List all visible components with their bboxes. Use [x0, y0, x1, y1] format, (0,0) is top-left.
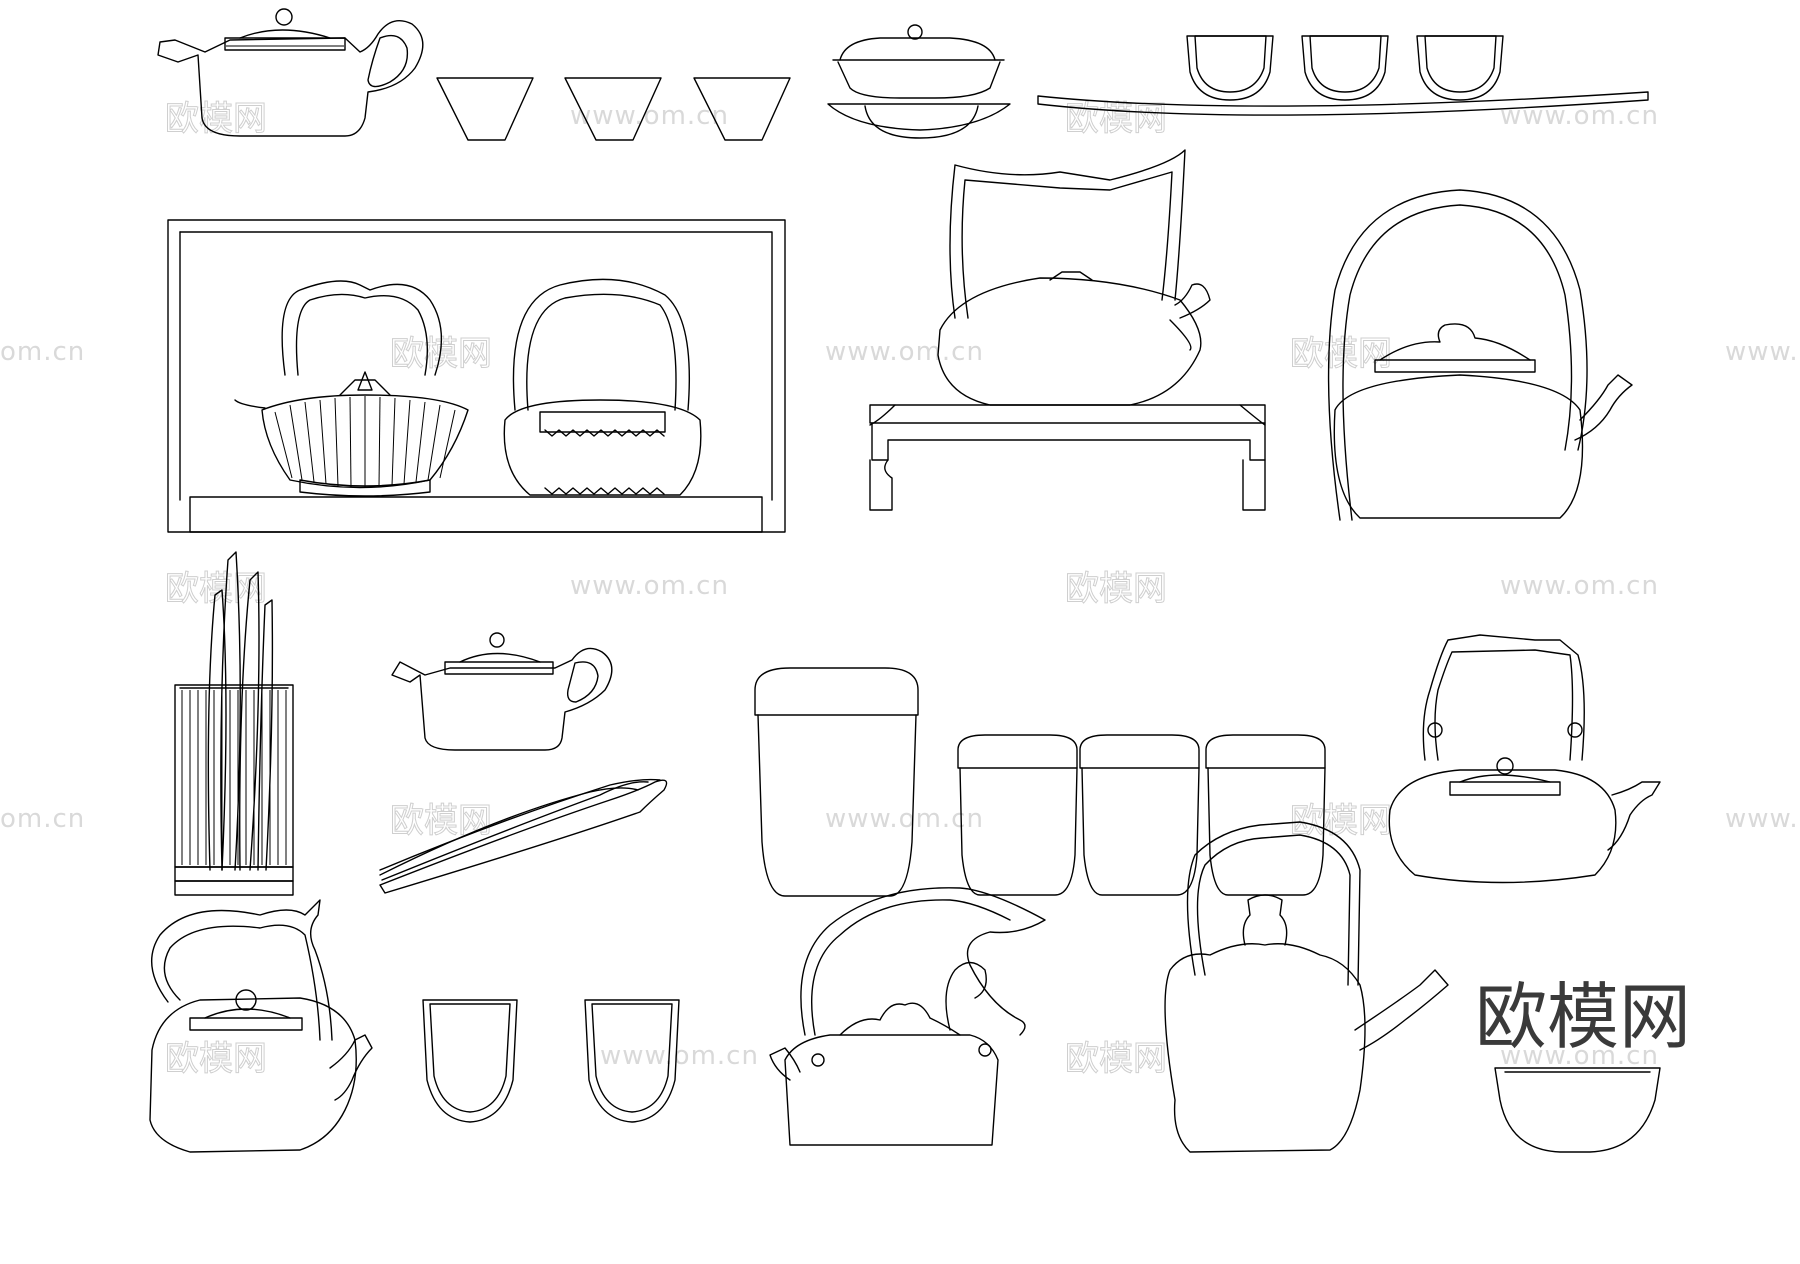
- cups-on-tray: [1037, 35, 1649, 116]
- watermark-url-fragment: om.cn: [0, 337, 85, 367]
- watermark-url: www.om.cn: [825, 804, 984, 834]
- tea-caddy-tall: [754, 667, 919, 897]
- watermark-brand: 欧模网: [1290, 334, 1392, 374]
- kettle-tassel: [1388, 634, 1661, 884]
- kettle-woven: [503, 278, 702, 496]
- watermark-url: www.om.cn: [1725, 804, 1800, 834]
- kettle-ribbed: [234, 280, 469, 497]
- watermark-brand: 欧模网: [165, 569, 267, 609]
- tea-tongs: [379, 778, 668, 894]
- watermark-url: www.om.cn: [1500, 1041, 1659, 1071]
- kettle-tall-handle: [1164, 821, 1449, 1153]
- watermark-brand: 欧模网: [165, 1039, 267, 1079]
- gaiwan: [827, 24, 1011, 139]
- watermark-url-fragment: om.cn: [0, 804, 85, 834]
- teapot-sideview-1: [157, 8, 424, 137]
- watermark-url: www.om.cn: [600, 1041, 759, 1071]
- watermark-url: www.om.cn: [1500, 101, 1659, 131]
- ribbing: [274, 396, 456, 488]
- tea-bowl-small: [1494, 1067, 1661, 1153]
- watermark-url: www.om.cn: [1500, 571, 1659, 601]
- watermark-brand: 欧模网: [1065, 569, 1167, 609]
- watermark-brand: 欧模网: [1065, 99, 1167, 139]
- display-niche: [167, 219, 786, 533]
- kettle-on-stand: [869, 149, 1266, 511]
- watermark-url: www.om.cn: [570, 571, 729, 601]
- watermark-url: www.om.cn: [825, 337, 984, 367]
- tea-bowl-row: [436, 77, 791, 141]
- small-cup-pair: [422, 999, 680, 1123]
- teapot-sideview-2: [391, 632, 613, 751]
- tea-caddy-short-group: [957, 734, 1326, 896]
- kettle-branch-handle: [149, 899, 373, 1153]
- kettle-swirl-handle: [769, 887, 1046, 1146]
- watermark-layer: 欧模网 www.om.cn 欧模网 www.om.cn om.cn 欧模网 ww…: [0, 99, 1800, 1080]
- kettle-round-handle: [1327, 189, 1633, 521]
- utensil-holder: [174, 551, 294, 896]
- watermark-brand: 欧模网: [1065, 1039, 1167, 1079]
- brand-logo: 欧模网: [1475, 975, 1691, 1059]
- watermark-brand: 欧模网: [390, 801, 492, 841]
- watermark-url: www.om.cn: [570, 101, 729, 131]
- watermark-url: www.om.cn: [1725, 337, 1800, 367]
- watermark-brand: 欧模网: [1290, 801, 1392, 841]
